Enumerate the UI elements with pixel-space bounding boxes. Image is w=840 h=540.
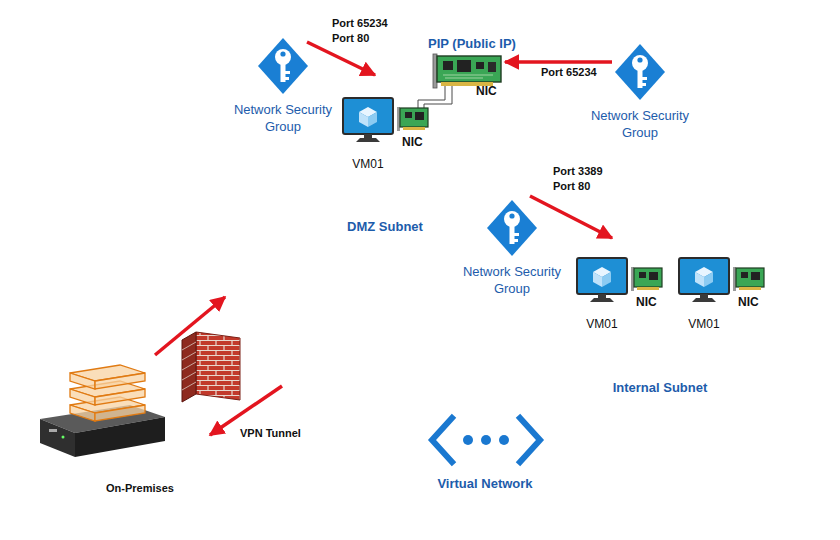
nic-wire xyxy=(418,86,452,108)
node-text: Virtual Network xyxy=(420,476,550,492)
server-icon xyxy=(35,357,170,459)
connector-arrow xyxy=(155,297,225,355)
node-text: VM01 xyxy=(340,157,396,172)
node-text: VM01 xyxy=(676,317,732,332)
subnet-region: Internal SubnetNICVM01NICVM01 xyxy=(515,220,785,380)
port-label: Port 65234 xyxy=(332,17,388,31)
security-group: Network Security Group xyxy=(230,38,336,138)
nic-card xyxy=(433,54,503,88)
nsg-icon xyxy=(615,44,665,100)
node-text: Internal Subnet xyxy=(595,380,725,396)
node-text: NIC xyxy=(636,295,657,310)
on-premises-server: On-Premises xyxy=(30,355,210,497)
node-text: NIC xyxy=(476,84,497,99)
connector-arrow xyxy=(505,60,612,64)
firewall-icon xyxy=(182,332,240,402)
node-text: On-Premises xyxy=(100,482,180,496)
port-label: Port 80 xyxy=(332,32,369,46)
virtual-machine: NIC VM01 xyxy=(676,255,771,340)
node-text: PIP (Public IP) xyxy=(428,36,516,52)
node-text: Network Security Group xyxy=(459,264,565,298)
virtual-network: Virtual NetworkDMZ SubnetNICVM01Network … xyxy=(110,15,830,445)
nsg-icon xyxy=(487,200,537,256)
security-group: Network Security Group xyxy=(459,200,565,300)
vnet-icon xyxy=(432,418,540,462)
security-group: Network Security Group xyxy=(587,44,693,144)
node-text: VM01 xyxy=(574,317,630,332)
node-text: NIC xyxy=(738,295,759,310)
node-text: Network Security Group xyxy=(230,102,336,136)
port-label: Port 80 xyxy=(553,180,590,194)
node-text: Network Security Group xyxy=(587,108,693,142)
node-text: NIC xyxy=(402,135,423,150)
virtual-machine: NIC VM01 xyxy=(574,255,669,340)
node-text: DMZ Subnet xyxy=(330,219,440,235)
virtual-machine: NIC VM01 xyxy=(340,95,435,180)
nsg-icon xyxy=(258,38,308,94)
public-ip: PIP (Public IP) NIC xyxy=(425,36,540,98)
port-label: Port 3389 xyxy=(553,165,603,179)
port-arrow xyxy=(307,42,612,238)
edge-label: VPN Tunnel xyxy=(240,427,301,441)
edge-label: Port 65234 xyxy=(541,66,597,80)
